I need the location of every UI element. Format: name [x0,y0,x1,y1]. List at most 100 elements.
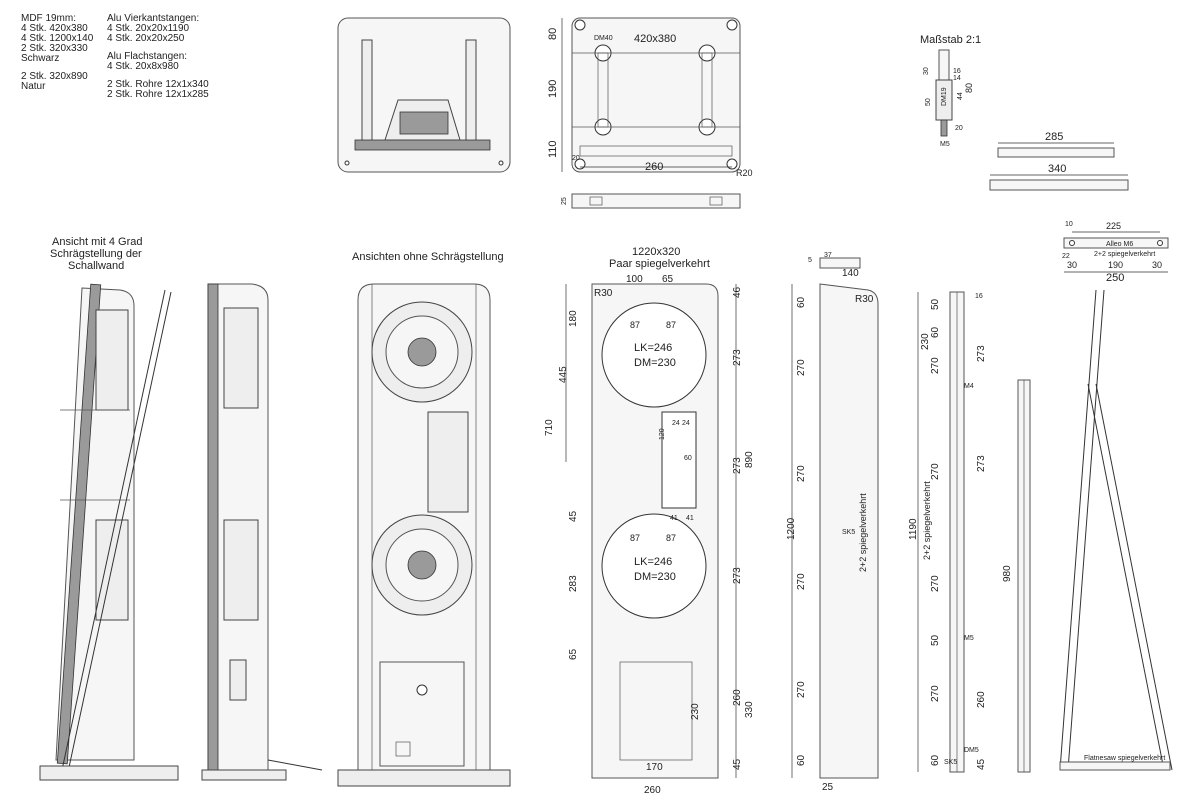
panel-top-dm: DM=230 [634,357,676,369]
base-dm-label: DM40 [594,35,613,42]
base-hole-tl [574,19,586,31]
side-board-dim-1200: 1200 [786,517,797,540]
top-hole-bl [344,160,350,166]
front-driver-top-dustcap [407,337,437,367]
crossbar-bar [1063,237,1169,249]
front-title: Ansichten ohne Schrägstellung [352,251,504,263]
base-dim-110: 110 [547,140,559,158]
crossbar-dim-10: 10 [1065,221,1073,228]
side-view-tilted: Ansicht mit 4 Grad Schrägstellung der Sc… [39,236,179,781]
panel-terminal-slot [661,411,697,509]
side-board [819,283,879,779]
base-side-strip [571,193,741,209]
panel-dim-45: 45 [568,510,579,522]
rail-dim-230: 230 [920,333,931,350]
panel-dim-65b: 65 [568,648,579,660]
tube-340-label: 340 [1048,163,1066,175]
panel-term-24b: 24 [682,420,690,427]
strut-front-leg [1059,289,1097,771]
side-straight-foot [267,759,323,771]
side-board-dim-5: 5 [808,257,812,264]
rail-dim-50a: 50 [930,298,941,310]
side-board-dim-270b: 270 [796,465,807,482]
side-tilted-strut-2 [67,291,172,773]
parts-mdf-5: Schwarz [21,53,59,64]
panel-title-1: 1220x320 [632,246,680,258]
panel-dim-170: 170 [646,762,663,773]
panel-dim-445: 445 [558,366,569,383]
panel-top-pitch-2: 87 [666,320,676,330]
crossbar-hole-r [1157,240,1163,246]
tube-285 [997,147,1115,158]
front-driver-bottom-dustcap [407,550,437,580]
scale-detail: Maßstab 2:1 30 16 14 50 44 80 20 M5 DM19 [920,34,981,148]
top-cross-board [354,139,491,151]
tube-340 [989,179,1129,191]
strut-back-leg-2 [1095,383,1173,771]
side-board-dim-140: 140 [842,268,859,279]
side-straight-base [201,769,287,781]
rail-dim-273b: 273 [976,455,987,472]
top-rod-left [361,39,373,145]
parts-mdf-1: MDF 19mm: [21,13,76,24]
panel-term-120: 120 [659,428,666,440]
scale-m5: M5 [940,141,950,148]
side-tilted-strut [61,289,166,771]
side-board-sk5: SK5 [842,529,855,536]
panel-dim-273c: 273 [732,567,743,584]
scale-dim-80: 80 [964,83,974,93]
side-board-dim-270a: 270 [796,359,807,376]
panel-bottom-dm: DM=230 [634,571,676,583]
panel-cutout-bottom [601,513,707,619]
scale-dim-14: 14 [953,75,961,82]
base-side-nut-1 [589,196,603,206]
scale-thread [940,119,948,137]
panel-top-lk: LK=246 [634,342,672,354]
base-hole-bl [574,158,586,170]
panel-dim-46: 46 [732,286,743,298]
base-dim-20: 20 [572,155,580,162]
scale-dim-16: 16 [953,68,961,75]
strut-front-leg-2 [1067,289,1105,771]
panel-cutout-top [601,302,707,408]
front-terminal-plate [379,661,465,767]
rail-dim-270b: 270 [930,463,941,480]
parts-list: MDF 19mm: 4 Stk. 420x380 4 Stk. 1200x140… [21,13,209,100]
panel-title-2: Paar spiegelverkehrt [609,258,710,270]
side-board-dim-25: 25 [822,782,834,793]
scale-sleeve [938,49,950,81]
base-plate [571,17,741,173]
parts-mdf-2: 4 Stk. 420x380 [21,23,88,34]
base-hole-tr [726,19,738,31]
strut-label: Flatnesaw spiegelverkehrt [1084,755,1165,762]
side-view-straight [201,283,323,781]
crossbar-label-alleo: Alleo M6 [1106,241,1133,248]
rail-drawing: 50 230 60 270 273 1190 270 273 270 50 27… [908,291,987,773]
panel-term-41a: 41 [670,515,678,522]
side-board-dim-60b: 60 [796,754,807,766]
side-tilted-driver-bottom [95,519,129,621]
top-rod-right [465,39,477,145]
front-iec-socket [395,741,411,757]
crossbar-hole-l [1069,240,1075,246]
parts-alu-1: Alu Vierkantstangen: [107,13,199,24]
base-dim-r20: R20 [736,168,753,178]
panel-dim-273b: 273 [732,457,743,474]
rail-dim-270a: 270 [930,357,941,374]
tubes: 285 340 [989,131,1129,191]
parts-alu-4: Alu Flachstangen: [107,51,187,62]
panel-dim-230: 230 [690,703,701,720]
side-board-drawing: 37 5 140 R30 60 270 270 1200 270 270 60 … [786,252,879,793]
rail-dim-273a: 273 [976,345,987,362]
rail-dim-270d: 270 [930,685,941,702]
rail-label-dm5: DM5 [964,747,979,754]
strut-back-leg [1087,383,1165,771]
scale-dim-44: 44 [957,92,964,100]
crossbar-dim-190: 190 [1108,260,1123,270]
parts-alu-7: 2 Stk. Rohre 12x1x285 [107,89,209,100]
rail-dim-60: 60 [930,326,941,338]
side-board-dim-60a: 60 [796,296,807,308]
panel-dim-710: 710 [544,419,555,436]
side-board-dim-270c: 270 [796,573,807,590]
panel-dim-65: 65 [662,274,674,285]
